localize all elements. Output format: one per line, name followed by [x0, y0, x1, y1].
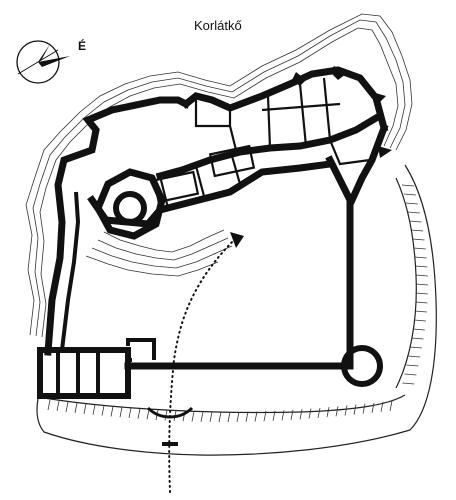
ditch-hatch-line	[146, 409, 150, 420]
octagonal-tower	[94, 168, 166, 240]
ditch-hatch-line	[414, 310, 427, 313]
ditch-hatch-line	[415, 292, 428, 295]
ditch-hatch-line	[317, 407, 321, 418]
ditch-hatch-line	[412, 328, 425, 331]
bridge-arcs	[146, 406, 194, 446]
ditch-hatch-line	[101, 405, 105, 416]
ditch-hatch-line	[227, 411, 231, 423]
ditch-hatch-line	[362, 403, 366, 414]
ditch-hatch-line	[412, 238, 425, 241]
ditch-hatch-line	[371, 402, 375, 413]
ditch-hatch-line	[191, 411, 195, 422]
ditch-hatch-line	[408, 355, 421, 358]
ditch-hatch-line	[413, 319, 426, 322]
ditch-hatch-line	[353, 404, 357, 415]
ditch-hatch-line	[402, 382, 415, 385]
ditch-hatch-line	[413, 247, 426, 250]
north-label: É	[78, 38, 86, 53]
ditch-hatch-line	[404, 373, 417, 376]
ditch-hatch-line	[344, 405, 348, 416]
ditch-hatch-line	[403, 193, 417, 196]
ditch-hatch-line	[299, 409, 303, 420]
ditch-hatch-line	[119, 407, 123, 418]
ditch-hatch-line	[56, 400, 60, 412]
ditch-hatch-line	[405, 202, 418, 205]
ditch-hatch-line	[209, 411, 213, 422]
ditch-hatch-line	[409, 220, 422, 223]
curtain-walls	[44, 66, 389, 370]
plan-title: Korlátkő	[194, 18, 242, 33]
gate-house	[37, 338, 156, 399]
ditch-hatch-line	[281, 410, 285, 421]
north-arrow-compass-icon	[16, 40, 70, 84]
ditch-hatch-line	[411, 337, 424, 340]
rock-outcrop-contours	[25, 13, 413, 338]
ditch-hatch-line	[137, 408, 141, 419]
ditch-hatch-line	[128, 407, 132, 419]
ditch-hatch-line	[415, 301, 428, 304]
ditch-hatch-line	[92, 404, 96, 415]
ditch-hatch-line	[406, 364, 419, 367]
ditch-hatch-line	[47, 399, 51, 411]
ditch-hatch-line	[263, 411, 267, 422]
ditch-hatch-line	[236, 411, 240, 422]
ditch-hatch-line	[407, 211, 420, 214]
entrance-path-arrow-icon	[168, 232, 244, 493]
ditch-hatch-line	[308, 408, 312, 419]
ditch-hatch-line	[335, 406, 339, 417]
ditch-hatch-line	[415, 274, 428, 277]
ditch-hatch-line	[254, 411, 258, 422]
ditch-hatch-line	[272, 410, 276, 421]
ditch-hatch-line	[414, 256, 427, 259]
ditch-hatch-line	[290, 409, 294, 420]
ditch-hatch-line	[326, 407, 330, 418]
outer-ditch	[36, 164, 437, 456]
ditch-hatch-line	[110, 406, 114, 417]
ditch-hatch-line	[389, 400, 393, 411]
ditch-hatch-line	[74, 402, 78, 413]
ditch-hatch-line	[218, 411, 222, 423]
ditch-hatch-line	[83, 403, 87, 414]
ditch-hatch-line	[415, 265, 428, 268]
ditch-hatch-line	[380, 401, 384, 412]
interior-rooms	[152, 66, 392, 209]
ditch-hatch-line	[415, 283, 429, 286]
ditch-hatch-line	[409, 346, 422, 349]
ditch-hatch-line	[65, 401, 69, 413]
ditch-hatch-line	[411, 229, 424, 232]
ditch-hatch-line	[245, 411, 249, 422]
ditch-hatch-line	[200, 411, 204, 422]
round-corner-tower	[341, 345, 383, 387]
ditch-hatch-line	[401, 184, 415, 187]
